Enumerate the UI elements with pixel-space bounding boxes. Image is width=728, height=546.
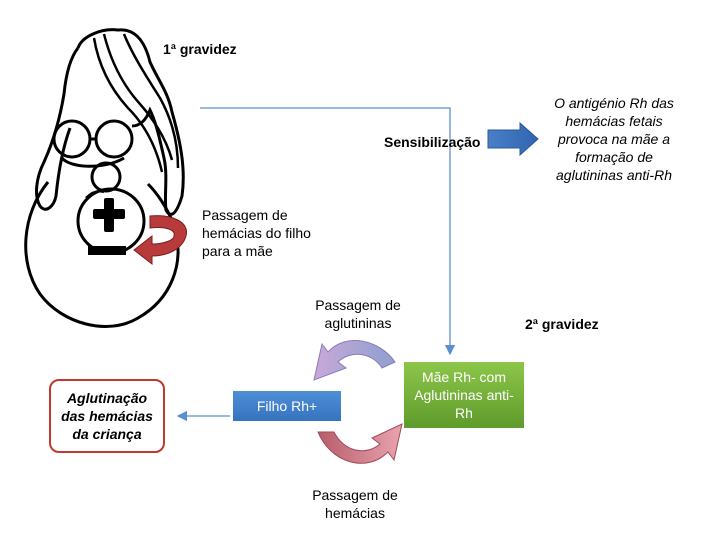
mother-box: Mãe Rh- com Aglutininas anti-Rh xyxy=(404,362,524,428)
child-box-label: Filho Rh+ xyxy=(256,398,318,414)
connector-line xyxy=(200,107,456,356)
red-cell-cycle-arrow xyxy=(317,423,403,464)
child-box: Filho Rh+ xyxy=(233,391,341,421)
fetal-passage-label: Passagem de hemácias do filho para a mãe xyxy=(202,207,311,259)
sensitization-arrow xyxy=(487,121,539,157)
mother-box-label: Mãe Rh- com Aglutininas anti-Rh xyxy=(414,369,514,421)
agglutination-box-label: Aglutinação das hemácias da criança xyxy=(61,390,153,442)
glasses-left-lens xyxy=(52,119,92,159)
agglutination-box: Aglutinação das hemácias da criança xyxy=(49,379,165,453)
antigen-note: O antigénio Rh das hemácias fetais provo… xyxy=(554,95,674,183)
pregnant-woman-illustration xyxy=(24,28,185,328)
red-cell-passage-label: Passagem de hemácias xyxy=(312,487,398,521)
agglutinin-passage-label: Passagem de aglutininas xyxy=(315,297,401,331)
sensitization-label: Sensibilização xyxy=(384,134,481,150)
fetal-passage-curved-arrow xyxy=(133,215,188,266)
rh-plus-symbol xyxy=(93,198,125,232)
first-pregnancy-label: 1ª gravidez xyxy=(163,41,237,57)
baby-head xyxy=(90,161,122,193)
second-pregnancy-label: 2ª gravidez xyxy=(525,316,599,332)
hair-left xyxy=(35,47,80,211)
rh-minus-bar xyxy=(88,246,126,255)
glasses-right-lens xyxy=(94,119,134,159)
agglutinin-cycle-arrow xyxy=(313,340,396,381)
